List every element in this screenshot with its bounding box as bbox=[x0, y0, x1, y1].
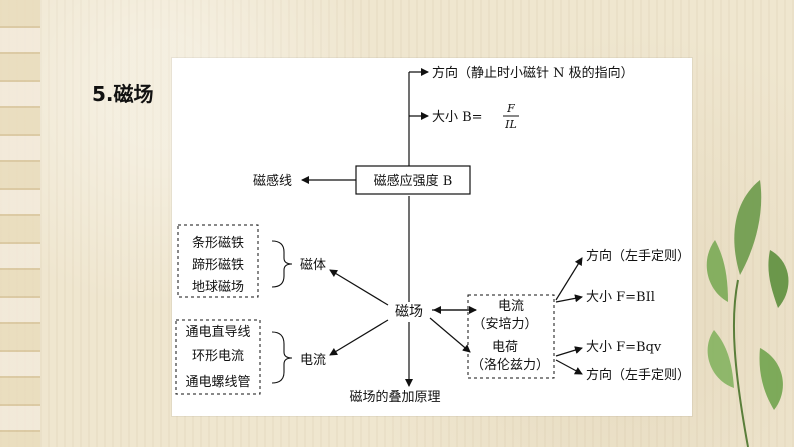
magnet-label: 磁体 bbox=[300, 258, 326, 273]
force-charge-line2: （洛伦兹力） bbox=[471, 358, 549, 373]
size-denominator: IL bbox=[504, 118, 517, 131]
force-box bbox=[467, 294, 555, 379]
force-current-line2: （安培力） bbox=[472, 316, 537, 332]
arrow-to-current bbox=[329, 319, 389, 356]
magnet-brace bbox=[271, 240, 293, 288]
superposition-label: 磁场的叠加原理 bbox=[349, 389, 440, 405]
size-numerator: F bbox=[506, 102, 515, 115]
arrow-to-magnet bbox=[329, 269, 389, 306]
lorentz-direction: 方向（左手定则） bbox=[586, 367, 690, 383]
magnet-items-box bbox=[177, 224, 259, 298]
top-branches bbox=[301, 68, 429, 302]
current-brace bbox=[271, 331, 293, 384]
field-line-label: 磁感线 bbox=[253, 173, 292, 189]
slide-title: 5.磁场 bbox=[92, 82, 154, 106]
center-node: 磁场 bbox=[395, 304, 423, 320]
magnet-item: 条形磁铁 bbox=[192, 235, 244, 251]
magnet-item: 蹄形磁铁 bbox=[192, 257, 244, 273]
braces bbox=[271, 240, 293, 384]
magnet-item: 地球磁场 bbox=[192, 280, 244, 295]
direction-top-label: 方向（静止时小磁针 N 极的指向） bbox=[432, 65, 634, 81]
decorative-border bbox=[0, 0, 40, 447]
arrow-to-ampere-direction bbox=[555, 257, 583, 301]
current-label: 电流 bbox=[300, 353, 326, 368]
force-charge-line1: 电荷 bbox=[492, 340, 518, 355]
arrow-to-ampere-size bbox=[555, 294, 583, 303]
ampere-size: 大小 F=BIl bbox=[586, 290, 655, 305]
current-items-box bbox=[175, 319, 261, 395]
intensity-box bbox=[355, 165, 471, 195]
leaf-decoration bbox=[706, 180, 789, 447]
ampere-direction: 方向（左手定则） bbox=[586, 248, 690, 264]
arrow-to-force-charge bbox=[429, 317, 471, 353]
current-item: 环形电流 bbox=[192, 349, 244, 364]
current-item: 通电直导线 bbox=[185, 325, 250, 340]
intensity-label: 磁感应强度 B bbox=[374, 173, 453, 189]
force-current-line1: 电流 bbox=[498, 299, 524, 314]
diagram-panel bbox=[172, 58, 692, 416]
lorentz-size: 大小 F=Bqv bbox=[586, 340, 662, 355]
size-label: 大小 B= bbox=[432, 110, 483, 125]
arrow-to-lorentz-direction bbox=[555, 359, 583, 375]
current-item: 通电螺线管 bbox=[185, 375, 250, 390]
arrow-to-lorentz-size bbox=[555, 346, 583, 357]
